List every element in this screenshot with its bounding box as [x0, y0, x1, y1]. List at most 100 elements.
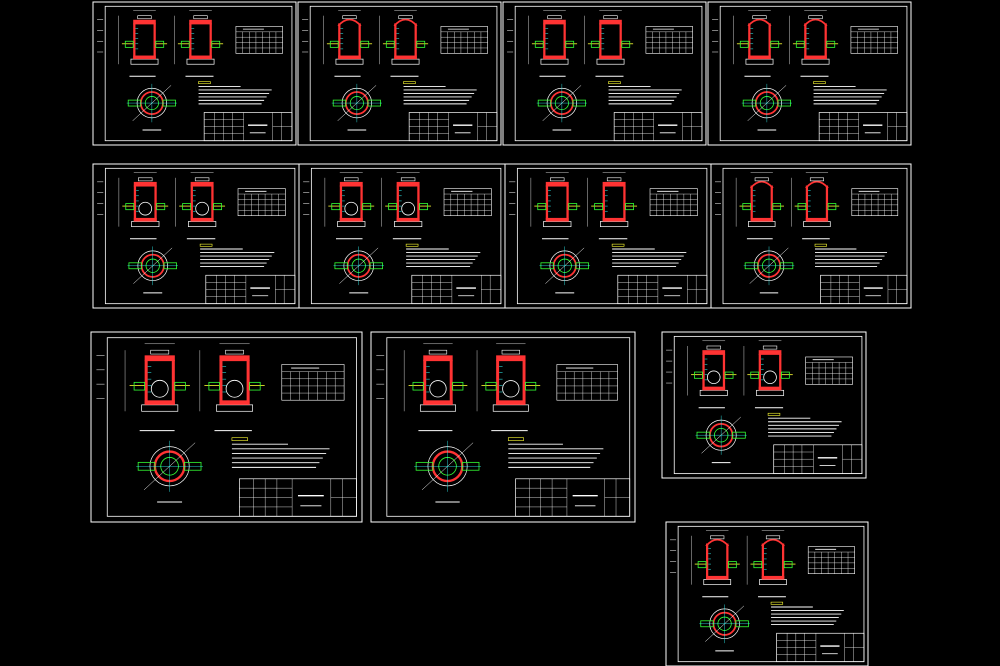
drawing-sheet-sheet-8[interactable]: [710, 163, 912, 309]
sheet-inner-frame: [310, 167, 502, 305]
elevation-section-1: [687, 340, 737, 396]
plan-view: [743, 246, 795, 286]
design-notes: [611, 243, 687, 268]
design-notes: [405, 243, 481, 268]
sheet-inner-frame: [677, 525, 865, 663]
design-notes: [814, 243, 888, 268]
elevation-section-1: [323, 10, 373, 65]
drawing-sheet-sheet-5[interactable]: [92, 163, 300, 309]
title-block: [205, 274, 296, 305]
sheet-outer-frame: [502, 1, 707, 146]
elevation-section-1: [118, 172, 169, 228]
elevation-section-2: [476, 343, 541, 412]
material-quantity-table: [556, 364, 618, 401]
plan-view: [536, 83, 588, 123]
elevation-section-2: [199, 343, 265, 412]
material-quantity-table: [850, 26, 898, 54]
material-quantity-table: [235, 26, 283, 54]
title-block: [773, 444, 863, 474]
design-notes: [199, 243, 275, 268]
plan-view: [741, 83, 793, 123]
elevation-section-2: [379, 10, 429, 65]
drawing-sheet-sheet-1[interactable]: [92, 1, 297, 146]
title-block: [613, 112, 703, 142]
drawing-sheet-sheet-9[interactable]: [90, 331, 363, 523]
sheet-inner-frame: [514, 5, 703, 142]
design-notes: [813, 81, 887, 105]
title-block: [411, 274, 502, 305]
drawing-sheet-sheet-12[interactable]: [665, 521, 869, 666]
material-quantity-table: [649, 188, 698, 216]
elevation-section-2: [743, 340, 793, 396]
elevation-section-1: [528, 10, 578, 65]
elevation-section-1: [735, 172, 784, 228]
title-block: [617, 274, 708, 305]
sheet-outer-frame: [665, 521, 869, 666]
sheet-inner-frame: [104, 5, 293, 142]
design-notes: [403, 81, 477, 105]
plan-view: [136, 440, 203, 492]
drawing-sheet-sheet-11[interactable]: [661, 331, 867, 479]
sheet-inner-frame: [386, 337, 631, 517]
elevation-section-2: [587, 172, 638, 228]
title-block: [515, 478, 631, 517]
elevation-section-1: [733, 10, 783, 65]
drawing-sheets: [90, 1, 912, 666]
sheet-inner-frame: [673, 335, 863, 475]
elevation-section-1: [118, 10, 168, 65]
plan-view: [539, 246, 591, 286]
design-notes: [198, 81, 272, 105]
plan-view: [331, 83, 383, 123]
elevation-section-2: [746, 530, 796, 586]
drawing-sheet-sheet-4[interactable]: [707, 1, 912, 146]
drawing-sheet-sheet-10[interactable]: [370, 331, 636, 523]
design-notes: [767, 412, 842, 437]
design-notes: [231, 437, 330, 468]
drawing-sheet-sheet-2[interactable]: [297, 1, 502, 146]
sheet-inner-frame: [104, 167, 296, 305]
title-block: [203, 112, 293, 142]
elevation-section-1: [530, 172, 581, 228]
title-block: [818, 112, 908, 142]
sheet-outer-frame: [92, 1, 297, 146]
elevation-section-2: [381, 172, 432, 228]
design-notes: [507, 437, 604, 468]
sheet-inner-frame: [309, 5, 498, 142]
title-block: [776, 632, 865, 663]
elevation-section-1: [691, 530, 740, 586]
elevation-section-1: [324, 172, 375, 228]
drawing-sheet-sheet-3[interactable]: [502, 1, 707, 146]
elevation-section-2: [174, 10, 224, 65]
sheet-inner-frame: [516, 167, 708, 305]
elevation-section-1: [124, 343, 190, 412]
design-notes: [608, 81, 682, 105]
material-quantity-table: [805, 356, 853, 385]
plan-view: [695, 415, 747, 455]
elevation-section-2: [789, 10, 839, 65]
material-quantity-table: [443, 188, 492, 216]
plan-view: [333, 246, 385, 286]
elevation-section-2: [791, 172, 840, 228]
elevation-section-2: [175, 172, 226, 228]
material-quantity-table: [281, 364, 345, 401]
material-quantity-table: [807, 546, 855, 574]
plan-view: [127, 246, 179, 286]
elevation-section-2: [584, 10, 634, 65]
drawing-sheet-sheet-6[interactable]: [298, 163, 506, 309]
plan-view: [126, 83, 178, 123]
plan-view: [414, 440, 481, 492]
drawing-sheet-sheet-7[interactable]: [504, 163, 712, 309]
title-block: [820, 274, 908, 305]
material-quantity-table: [237, 188, 286, 216]
design-notes: [770, 601, 844, 626]
sheet-outer-frame: [707, 1, 912, 146]
sheet-outer-frame: [297, 1, 502, 146]
sheet-inner-frame: [722, 167, 908, 305]
material-quantity-table: [851, 188, 899, 216]
material-quantity-table: [645, 26, 693, 54]
title-block: [239, 478, 357, 517]
sheet-outer-frame: [710, 163, 912, 309]
title-block: [408, 112, 498, 142]
